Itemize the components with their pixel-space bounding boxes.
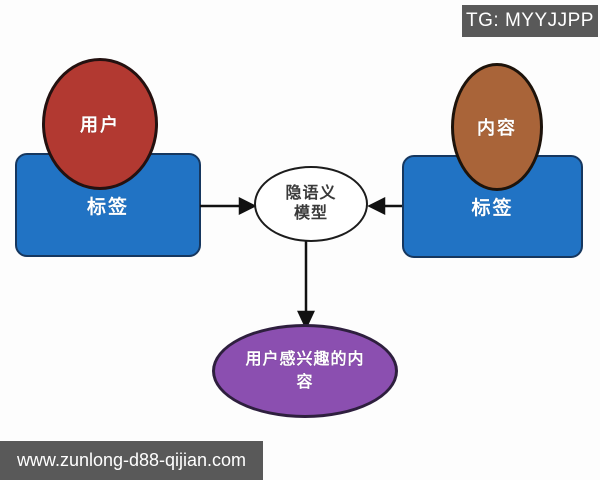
content-label: 内容 [477,118,517,138]
left-tag-label: 标签 [86,196,129,218]
content-ellipse: 内容 [451,63,543,191]
interested-content-node: 用户感兴趣的内 容 [212,324,398,418]
arrowhead-right-to-center [367,196,386,216]
tg-watermark-badge: TG: MYYJJPP [462,5,598,37]
site-watermark-text: www.zunlong-d88-qijian.com [16,450,247,470]
latent-model-label: 隐语义 模型 [285,185,337,222]
user-label: 用户 [80,115,120,135]
arrowhead-left-to-center [238,196,257,216]
interested-content-label: 用户感兴趣的内 容 [245,350,365,391]
tg-watermark-text: TG: MYYJJPP [466,10,594,31]
latent-model-node: 隐语义 模型 [254,166,368,242]
site-watermark-bar: www.zunlong-d88-qijian.com [0,441,263,480]
right-tag-label: 标签 [471,198,514,219]
user-ellipse: 用户 [42,58,158,190]
right-tag-box: 标签 [402,155,583,258]
